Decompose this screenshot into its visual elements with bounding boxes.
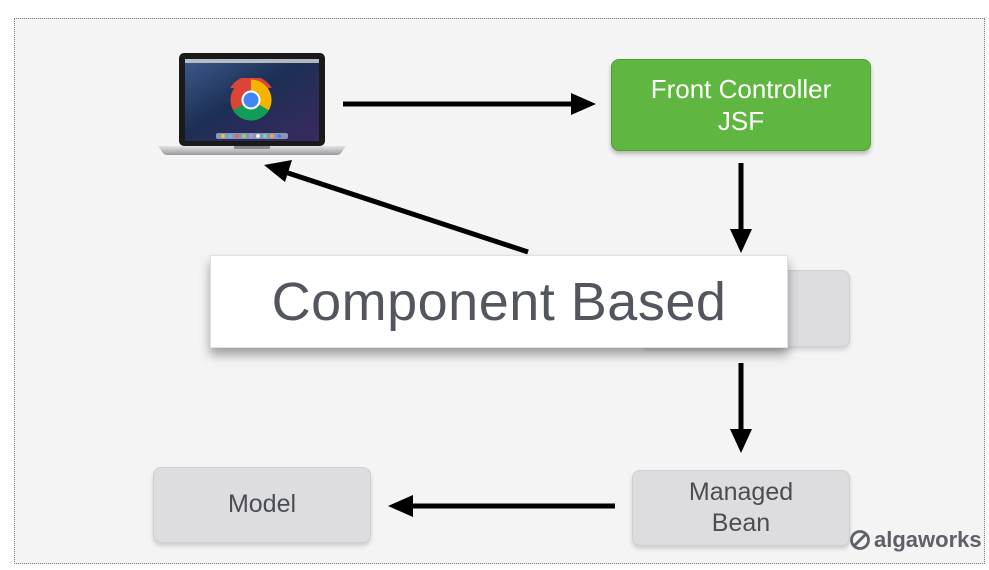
component-based-banner: Component Based — [210, 255, 788, 348]
front-controller-label: Front Controller — [650, 73, 832, 104]
front-controller-jsf-box: Front Controller JSF — [611, 59, 871, 151]
managed-label: Managed — [688, 477, 794, 506]
model-box: Model — [153, 467, 371, 543]
brand-text: algaworks — [874, 527, 982, 552]
arrow-to-managed-bean — [730, 363, 752, 453]
algaworks-logo-icon — [850, 530, 870, 550]
bean-label: Bean — [711, 509, 771, 537]
algaworks-brand: algaworks — [849, 527, 982, 553]
jsf-label: JSF — [717, 106, 765, 136]
managed-bean-box: Managed Bean — [632, 470, 850, 546]
arrow-client-to-front-controller — [343, 93, 596, 115]
model-label: Model — [227, 490, 297, 519]
banner-title: Component Based — [271, 271, 727, 332]
arrow-front-controller-down — [730, 163, 752, 253]
arrow-managed-bean-to-model — [388, 495, 615, 517]
chrome-logo-icon — [229, 76, 273, 122]
arrow-back-to-client — [264, 160, 529, 255]
